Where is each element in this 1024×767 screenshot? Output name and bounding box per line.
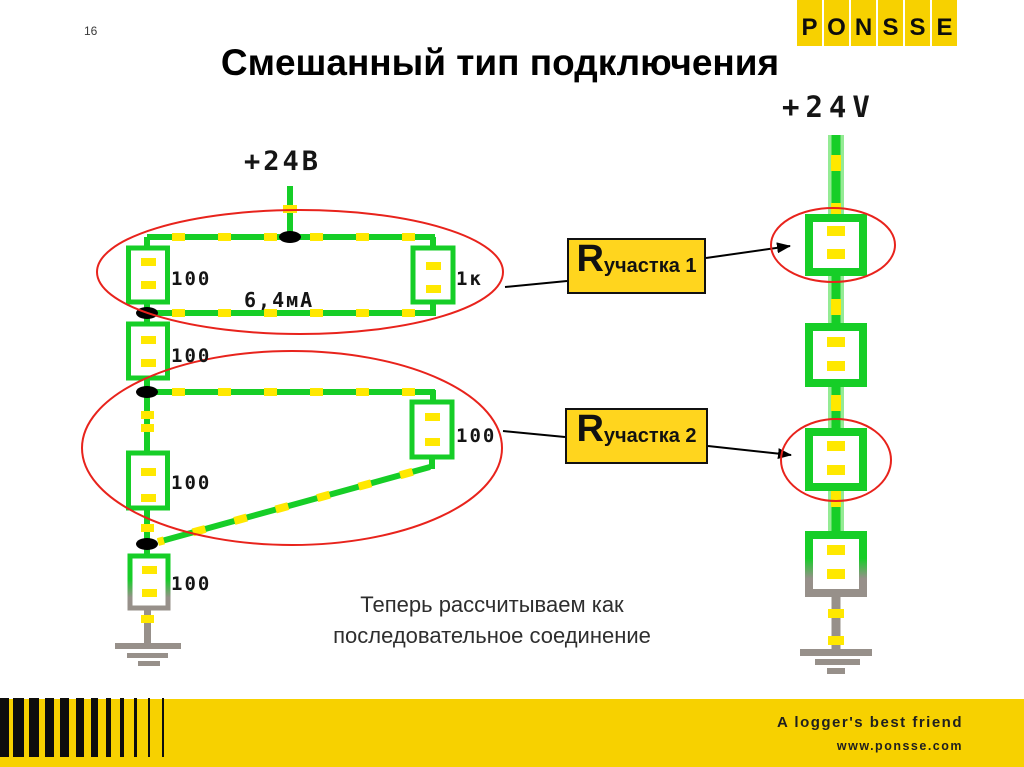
wire-dash — [141, 411, 154, 419]
current-label: 6,4мА — [244, 288, 315, 312]
callout-symbol: R — [576, 238, 604, 280]
logo-letter: E — [936, 14, 953, 41]
callout-subscript: участка 1 — [603, 255, 697, 277]
logo-letter: O — [827, 14, 846, 41]
highlight-ellipse-right1 — [770, 207, 896, 283]
resistor-1k-parallel1-right — [410, 245, 456, 305]
note-text: Теперь рассчитываем как последовательное… — [280, 589, 704, 651]
footer-url: www.ponsse.com — [836, 739, 963, 753]
wire-dashes — [156, 463, 432, 546]
resistor-right-2 — [805, 323, 867, 387]
junction-node — [136, 386, 158, 398]
logo-letter: P — [801, 14, 818, 41]
logo-tile: S — [905, 0, 930, 46]
logo-letter: S — [909, 14, 926, 41]
arrow-box1-right — [705, 242, 791, 259]
resistor-100-series-mid — [126, 321, 170, 381]
highlight-ellipse-section2 — [81, 350, 503, 546]
logo-letter: S — [882, 14, 899, 41]
logo-tile: P — [797, 0, 822, 46]
resistor-100-parallel2-right — [409, 399, 455, 460]
barcode-stripes — [0, 698, 164, 757]
resistor-right-3 — [805, 428, 867, 491]
highlight-ellipse-right2 — [780, 418, 892, 502]
arrow-box2-right — [707, 445, 792, 460]
resistor-right-1 — [805, 214, 867, 276]
resistor-label: 1к — [456, 268, 483, 290]
junction-node — [136, 538, 158, 550]
resistor-100-parallel2-left — [126, 450, 170, 511]
callout-subscript: участка 2 — [603, 425, 697, 447]
note-line2: последовательное соединение — [333, 623, 651, 648]
logo-tile: S — [878, 0, 903, 46]
junction-node — [279, 231, 301, 243]
ground-symbol-left — [115, 607, 181, 666]
ponsse-logo: P O N S S E — [797, 0, 959, 46]
resistor-100-series-bottom — [127, 553, 171, 611]
resistor-right-4 — [805, 531, 867, 597]
connector-line-box1-left — [504, 280, 568, 288]
wire-dash — [141, 524, 154, 532]
right-circuit — [800, 135, 872, 674]
highlight-ellipse-section1 — [96, 209, 504, 335]
wire-dash — [283, 205, 297, 213]
slide-number: 16 — [84, 24, 98, 38]
supply-label-left: +24В — [244, 146, 322, 177]
logo-tile: E — [932, 0, 957, 46]
resistor-label: 100 — [171, 345, 212, 367]
wire-dash — [141, 424, 154, 432]
logo-tile: O — [824, 0, 849, 46]
logo-tile: N — [851, 0, 876, 46]
callout-symbol: R — [576, 408, 604, 450]
resistor-label: 100 — [456, 425, 497, 447]
page-title: Смешанный тип подключения — [220, 42, 780, 83]
supply-label-right: +24V — [782, 90, 876, 124]
resistor-label: 100 — [171, 472, 212, 494]
connector-line-box2-left — [502, 430, 566, 438]
resistor-label: 100 — [171, 573, 212, 595]
footer: A logger's best friend www.ponsse.com — [0, 698, 1024, 767]
logo-letter: N — [854, 14, 873, 41]
footer-tagline: A logger's best friend — [776, 714, 963, 731]
ground-symbol-right — [800, 590, 872, 674]
resistor-label: 100 — [171, 268, 212, 290]
resistor-100-parallel1-left — [126, 245, 170, 305]
note-line1: Теперь рассчитываем как — [360, 592, 624, 617]
